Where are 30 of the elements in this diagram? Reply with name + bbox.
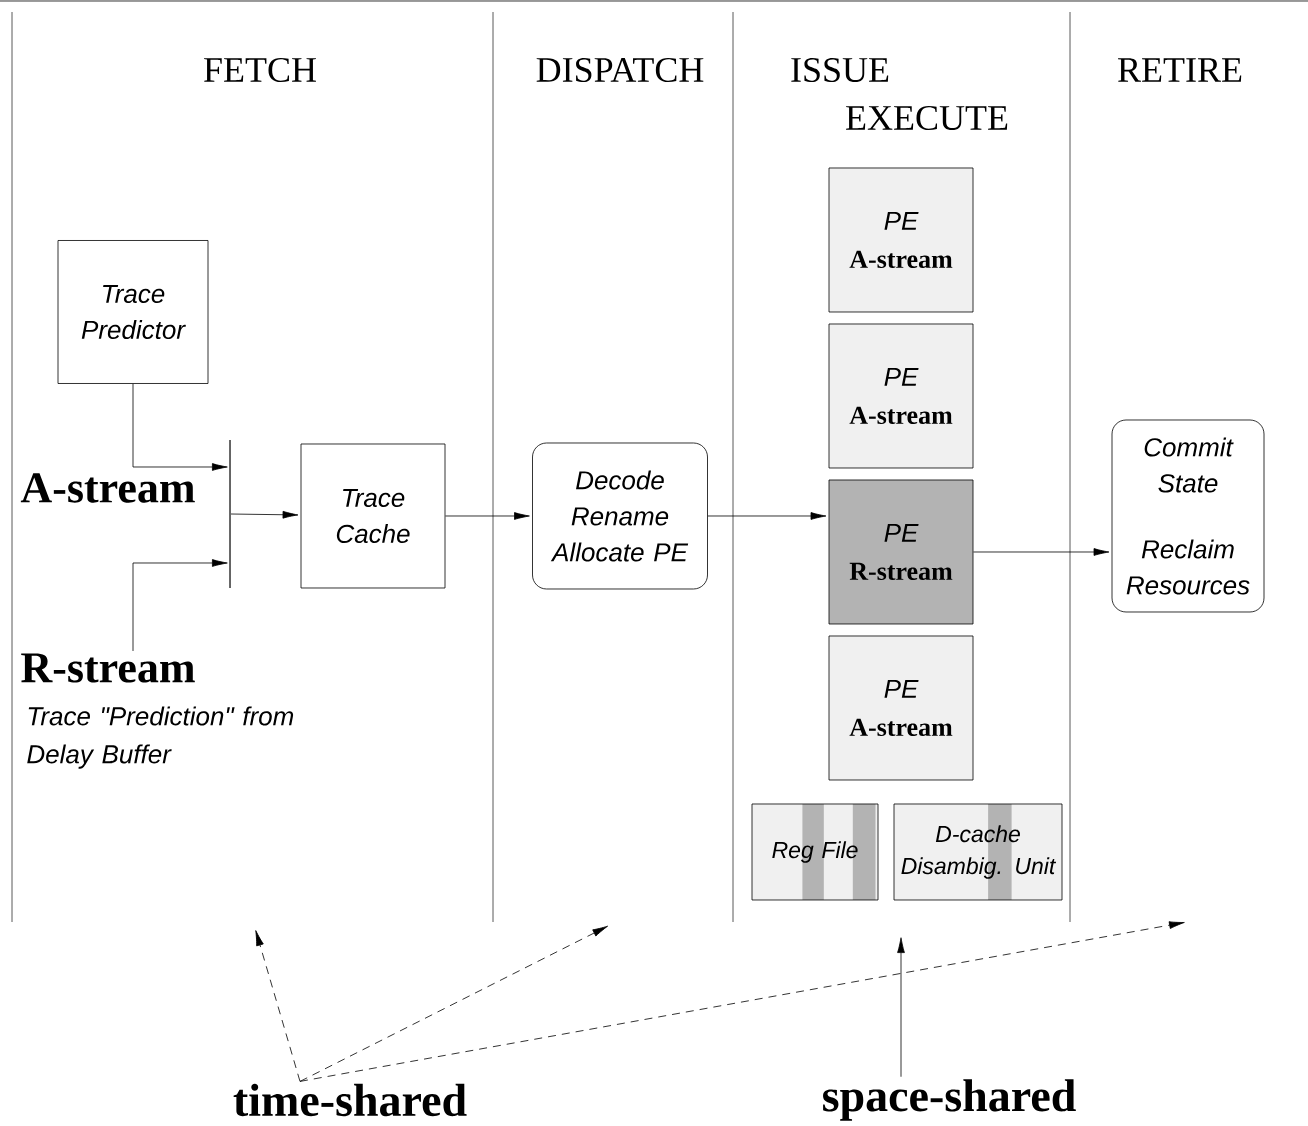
stream-label: A-stream [20, 473, 195, 503]
stream-label: R-stream [21, 653, 195, 683]
pe-box: PE A-stream [828, 167, 974, 313]
cache-box: D-cache Disambig. Unit [893, 803, 1063, 901]
sharing-label: time-shared [233, 1083, 467, 1117]
stage-heading: ISSUE [791, 57, 889, 83]
description-text: Trace "Prediction" from Delay Buffer [27, 706, 294, 769]
arrow [707, 512, 827, 520]
arrow [132, 383, 228, 471]
arrow [230, 510, 299, 519]
dashed-arrow [299, 925, 608, 1082]
dashed-arrow [255, 930, 301, 1082]
arrow [132, 559, 228, 652]
stage-heading: DISPATCH [536, 57, 704, 83]
arrow [445, 512, 530, 520]
process-box: Trace Cache [300, 443, 446, 589]
rounded-box: Decode Rename Allocate PE [532, 442, 708, 590]
pe-box: PE R-stream [828, 479, 974, 625]
dashed-arrow [299, 921, 1185, 1082]
pe-box: PE A-stream [828, 635, 974, 781]
arrow [897, 937, 905, 1078]
stage-heading: FETCH [204, 57, 316, 83]
stage-heading: EXECUTE [846, 105, 1008, 131]
stage-heading: RETIRE [1118, 58, 1242, 82]
arrow [973, 548, 1110, 556]
sharing-label: space-shared [823, 1079, 1076, 1121]
register-file-box: Reg File [751, 803, 879, 901]
pe-box: PE A-stream [828, 323, 974, 469]
process-box: Trace Predictor [57, 240, 209, 384]
rounded-box: Commit State Reclaim Resources [1111, 419, 1265, 613]
